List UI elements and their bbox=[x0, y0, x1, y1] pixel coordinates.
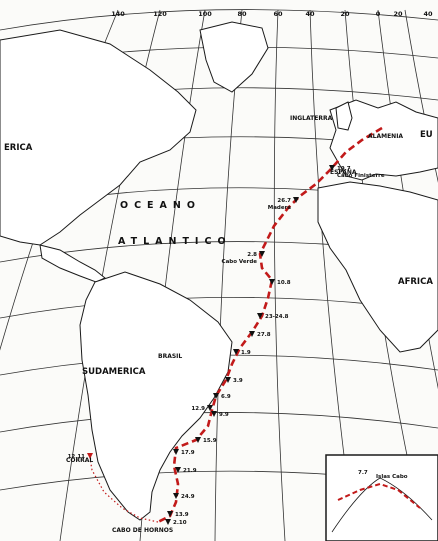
longitude-label: 40 bbox=[305, 10, 315, 18]
route-stop: 6.9 bbox=[213, 393, 231, 400]
stop-marker-icon bbox=[173, 493, 179, 499]
longitude-label: 120 bbox=[153, 10, 167, 18]
inset-date-label: 7.7 bbox=[358, 470, 368, 476]
stop-marker-icon bbox=[165, 519, 171, 525]
stop-marker-icon bbox=[207, 405, 213, 411]
region-alemania: ALAMENIA bbox=[368, 133, 403, 140]
place-cabo-de-hornos: CABO DE HORNOS bbox=[112, 527, 173, 534]
region-africa: AFRICA bbox=[398, 277, 433, 287]
stop-date-label: 23-24.8 bbox=[265, 314, 289, 320]
stop-date-label: 15.9 bbox=[203, 438, 217, 444]
route-stop: 2.10 bbox=[165, 519, 187, 526]
region-atlantico: ATLANTICO bbox=[118, 236, 232, 247]
stop-date-label: 21.9 bbox=[183, 468, 197, 474]
stop-date-label: 24.9 bbox=[181, 494, 195, 500]
europe-land bbox=[329, 99, 438, 181]
voyage-route bbox=[157, 126, 383, 524]
stop-marker-icon bbox=[87, 453, 93, 459]
stop-place-label: Madera bbox=[268, 205, 292, 211]
region-brasil: BRASIL bbox=[158, 353, 182, 360]
region-oceano: OCEANO bbox=[120, 200, 201, 211]
place-coral: CORRAL bbox=[66, 457, 93, 464]
longitude-label: 0 bbox=[376, 10, 381, 18]
stop-date-label: 19.7 bbox=[337, 166, 351, 172]
route-stop: 24.9 bbox=[173, 493, 195, 500]
route-stop: 27.8 bbox=[249, 331, 271, 338]
stop-date-label: 6.9 bbox=[221, 394, 231, 400]
region-europa: EU bbox=[420, 130, 433, 140]
stop-marker-icon bbox=[259, 251, 265, 257]
stop-date-label: 3.9 bbox=[233, 378, 243, 384]
stop-date-label: 26.7 bbox=[277, 198, 291, 204]
longitude-label: 100 bbox=[198, 10, 212, 18]
stop-date-label: 17.9 bbox=[181, 450, 195, 456]
stop-marker-icon bbox=[329, 165, 335, 171]
stop-marker-icon bbox=[175, 467, 181, 473]
stop-date-label: 2.10 bbox=[173, 520, 187, 526]
stop-marker-icon bbox=[257, 313, 263, 319]
longitude-label: 60 bbox=[273, 10, 283, 18]
inset-place-label: Islas Cabo bbox=[376, 474, 408, 480]
stop-place-label: Cabo Verde bbox=[222, 259, 258, 265]
longitude-label: 20 bbox=[340, 10, 350, 18]
greenland-land bbox=[199, 21, 269, 93]
stop-date-label: 2.8 bbox=[247, 252, 257, 258]
stop-marker-icon bbox=[233, 349, 239, 355]
region-america: ERICA bbox=[4, 143, 33, 153]
longitude-label: 40 bbox=[423, 10, 433, 18]
stop-marker-icon bbox=[225, 377, 231, 383]
route-stop: 23-24.8 bbox=[257, 313, 289, 320]
stop-marker-icon bbox=[213, 393, 219, 399]
route-stop: 3.9 bbox=[225, 377, 243, 384]
central-america-land bbox=[39, 244, 106, 283]
route-stop: 13.9 bbox=[167, 511, 189, 518]
south-america-land bbox=[79, 271, 233, 521]
stop-marker-icon bbox=[173, 449, 179, 455]
stop-date-label: 1.9 bbox=[241, 350, 251, 356]
route-stop: 10.8 bbox=[269, 279, 291, 286]
route-stop: 21.9 bbox=[175, 467, 197, 474]
longitude-label: 20 bbox=[393, 10, 403, 18]
stop-date-label: 13.9 bbox=[175, 512, 189, 518]
longitude-label: 80 bbox=[237, 10, 247, 18]
route-stop: 17.9 bbox=[173, 449, 195, 456]
route-stop: 15.9 bbox=[195, 437, 217, 444]
stop-marker-icon bbox=[195, 437, 201, 443]
stop-date-label: 12.9 bbox=[191, 406, 205, 412]
stop-place-label: Cabo Finisterre bbox=[337, 173, 385, 179]
stop-marker-icon bbox=[293, 197, 299, 203]
stop-date-label: 12.11 bbox=[68, 454, 86, 460]
land-masses bbox=[0, 21, 438, 521]
route-stop: 12.11 bbox=[68, 453, 93, 460]
route-stop: 12.9 bbox=[191, 405, 213, 412]
stop-marker-icon bbox=[249, 331, 255, 337]
longitude-label: 140 bbox=[111, 10, 125, 18]
stop-marker-icon bbox=[167, 511, 173, 517]
region-inglaterra: INGLATERRA bbox=[290, 115, 333, 122]
africa-land bbox=[317, 181, 438, 353]
region-sudamerica: SUDAMERICA bbox=[82, 367, 146, 377]
stop-date-label: 27.8 bbox=[257, 332, 271, 338]
route-stop: 1.9 bbox=[233, 349, 251, 356]
region-espana: ESPAÑA bbox=[330, 169, 357, 176]
north-america-land bbox=[0, 29, 197, 246]
stop-date-label: 9.9 bbox=[219, 412, 229, 418]
british-isles-land bbox=[335, 101, 353, 131]
stop-marker-icon bbox=[211, 411, 217, 417]
stop-date-label: 10.8 bbox=[277, 280, 291, 286]
longitude-labels: 140 120 100 80 60 40 20 0 20 40 bbox=[111, 10, 433, 18]
stop-marker-icon bbox=[269, 279, 275, 285]
route-stop: 9.9 bbox=[211, 411, 229, 418]
inset-map: 7.7 Islas Cabo bbox=[325, 454, 438, 541]
